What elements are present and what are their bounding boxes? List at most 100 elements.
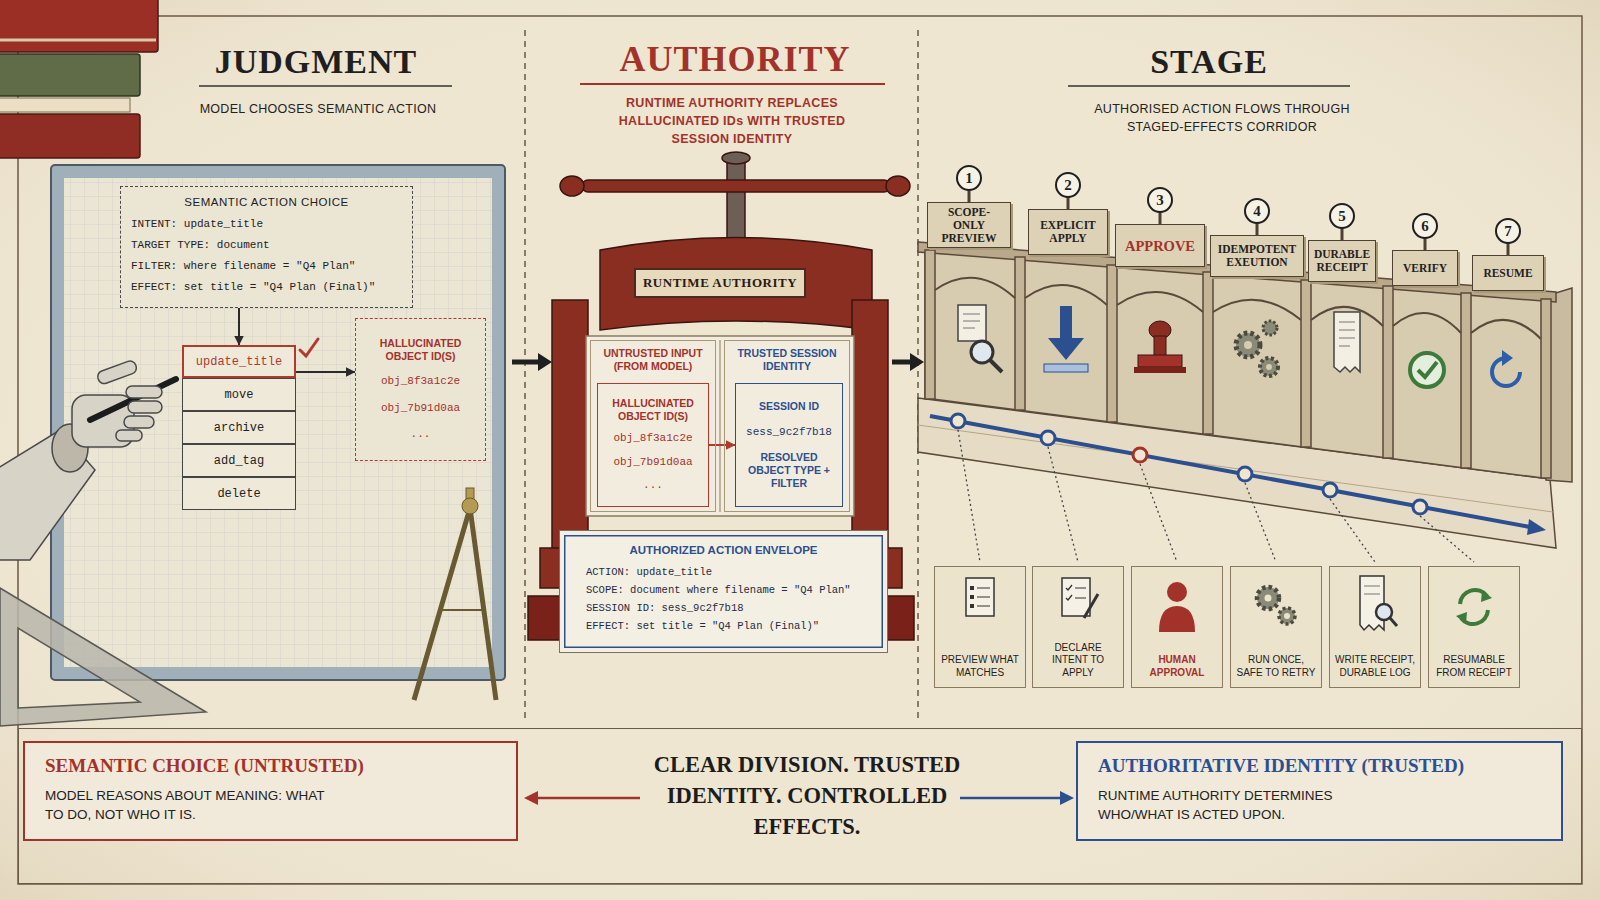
stage-icon	[1339, 346, 1350, 347]
panel-heading: STAGE	[1059, 42, 1359, 82]
division-arrow	[524, 791, 538, 805]
heading-underline	[199, 85, 452, 87]
node-text: VERIFY	[1403, 262, 1447, 275]
card-paper	[1329, 566, 1421, 688]
card-icon	[977, 606, 990, 607]
node-text: DURABLE RECEIPT	[1313, 248, 1371, 274]
panel-subtitle: AUTHORISED ACTION FLOWS THROUGH STAGED-E…	[1072, 100, 1372, 136]
stage-icon	[1048, 338, 1084, 360]
untrusted-column: UNTRUSTED INPUT (FROM MODEL)HALLUCINATED…	[590, 340, 716, 512]
robot-hand	[0, 359, 176, 560]
summary-band: CLEAR DIVISION. TRUSTED IDENTITY. CONTRO…	[18, 728, 1582, 884]
card-paper	[934, 566, 1026, 688]
stage-icon	[1236, 333, 1260, 357]
card-icon	[1167, 582, 1187, 602]
stage-sign: 2EXPLICIT APPLY	[1028, 209, 1108, 255]
stage-icon	[1410, 353, 1444, 387]
corridor	[1461, 293, 1471, 468]
card-icon	[966, 578, 994, 616]
division-arrow	[960, 797, 1062, 800]
stage-icon	[971, 341, 993, 363]
stage-card: WRITE RECEIPT, DURABLE LOG	[1329, 566, 1421, 688]
node-heading: 6	[1412, 213, 1438, 239]
action-option: add_tag	[182, 444, 296, 477]
book-stack	[0, 54, 140, 96]
hallucinated-id-box: HALLUCINATED OBJECT ID(S)obj_8f3a1c2eobj…	[597, 383, 709, 507]
flow-arrow	[538, 353, 552, 371]
node-heading: add_tag	[214, 454, 264, 468]
node-text: TARGET TYPE: document	[131, 235, 402, 256]
node-heading: update_title	[196, 355, 282, 369]
panel-heading: JUDGMENT	[166, 42, 466, 82]
stage-sign: 4IDEMPOTENT EXEUTION	[1210, 235, 1304, 277]
book-stack	[0, 39, 156, 42]
stage-card: HUMAN APPROVAL	[1131, 566, 1223, 688]
corridor	[1393, 313, 1461, 333]
flow-arrow	[910, 353, 924, 371]
stage-card: DECLARE INTENT TO APPLY	[1032, 566, 1124, 688]
corridor	[1383, 286, 1393, 458]
printing-press	[586, 336, 854, 516]
heading-underline	[199, 84, 1350, 86]
card-paper	[934, 566, 1520, 688]
track	[1133, 448, 1147, 462]
track	[930, 414, 1546, 535]
node-heading: delete	[217, 487, 260, 501]
card-icon	[1075, 588, 1086, 589]
leader-line	[958, 430, 1474, 562]
leader-line	[1420, 516, 1474, 562]
corridor	[1107, 265, 1117, 422]
stage-icon	[963, 314, 980, 315]
card-icon	[970, 595, 974, 599]
node-heading: 4	[1244, 198, 1270, 224]
card-icon	[977, 588, 990, 589]
printing-press	[582, 180, 890, 192]
track	[1323, 483, 1337, 497]
node-text: SCOPE-ONLY PREVIEW	[932, 206, 1006, 245]
corridor	[1213, 300, 1301, 320]
card-icon	[1481, 590, 1492, 602]
stage-card: RUN ONCE, SAFE TO RETRY	[1230, 566, 1322, 688]
printing-press	[886, 176, 910, 196]
stage-icon	[1244, 341, 1252, 349]
node-text: RUNTIME AUTHORITY DETERMINES WHO/WHAT IS…	[1098, 786, 1398, 824]
panel-divider	[917, 30, 919, 718]
node-heading: HALLUCINATED OBJECT ID(S)	[602, 397, 704, 423]
book-stack	[0, 98, 130, 112]
stage-icon	[1134, 367, 1186, 373]
stage-icon	[1154, 336, 1166, 356]
card-icon	[1456, 612, 1467, 624]
session-identity-box: SESSION IDsess_9c2f7b18RESOLVED OBJECT T…	[735, 383, 843, 507]
printing-press	[722, 152, 750, 164]
node-text: obj_7b91d0aa	[613, 455, 692, 470]
printing-press	[600, 238, 872, 331]
node-heading: archive	[214, 421, 264, 435]
leader-line	[1048, 447, 1078, 562]
node-text: ACTION: update_title	[586, 563, 873, 581]
stage-sign: 5DURABLE RECEIPT	[1308, 240, 1376, 282]
robot-hand	[116, 430, 142, 441]
card-paper	[1230, 566, 1322, 688]
printing-press	[852, 300, 888, 560]
hallucinated-id-box: HALLUCINATED OBJECT ID(S)obj_8f3a1c2eobj…	[355, 318, 486, 461]
printing-press	[552, 300, 588, 560]
stage-icon	[1502, 350, 1513, 366]
node-heading: 5	[1329, 203, 1355, 229]
action-option: update_title	[182, 345, 296, 378]
panel-subtitle: RUNTIME AUTHORITY REPLACES HALLUCINATED …	[612, 94, 852, 148]
card-icon	[1376, 604, 1392, 620]
card-icon	[1062, 578, 1090, 616]
stage-sign: 7RESUME	[1472, 255, 1544, 291]
stage-icon	[1339, 322, 1355, 323]
card-icon	[1159, 606, 1195, 632]
card-icon	[1265, 595, 1272, 602]
card-paper	[1131, 566, 1223, 688]
heading-underline	[1068, 85, 1350, 87]
card-icon	[1364, 594, 1380, 595]
sign-pole	[1424, 238, 1427, 250]
leader-line	[1245, 483, 1276, 562]
stage-sign: 1SCOPE-ONLY PREVIEW	[927, 202, 1011, 248]
stage-card: RESUMABLE FROM RECEIPT	[1428, 566, 1520, 688]
corridor	[935, 278, 1541, 339]
